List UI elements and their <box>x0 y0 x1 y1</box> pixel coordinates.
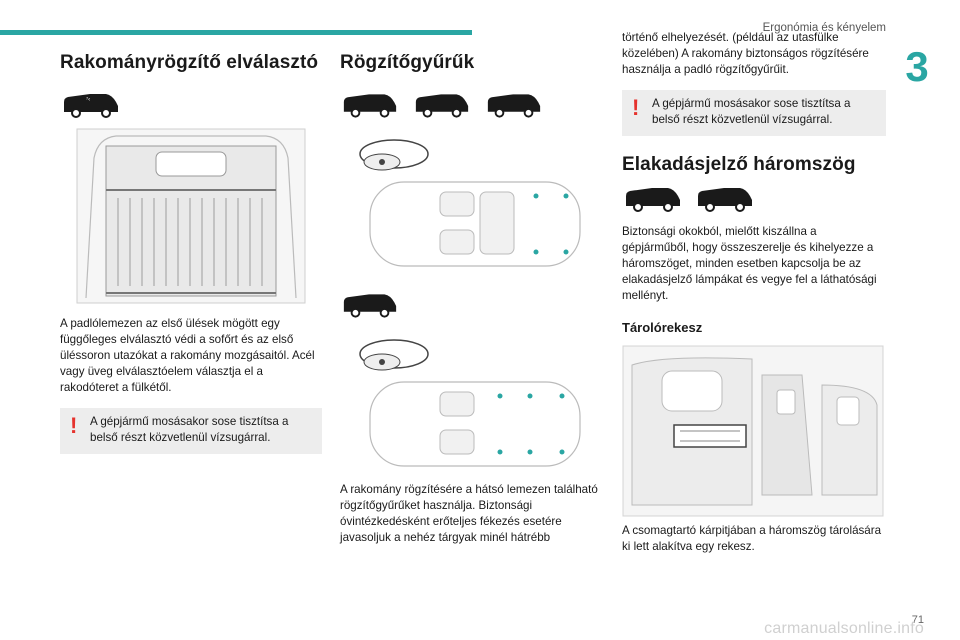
tie-down-rings-text: A rakomány rögzítésére a hátsó lemezen t… <box>340 483 598 544</box>
column-tie-down-rings: Rögzítőgyűrűk <box>340 52 605 546</box>
warning-icon: ! <box>632 95 640 120</box>
column-warning-triangle: történő elhelyezését. (például az utasfü… <box>622 30 886 555</box>
van-icon <box>626 188 680 212</box>
column-cargo-separator: Rakományrögzítő elválasztó ⁷‹ A padlólem… <box>60 52 322 454</box>
cargo-separator-text: A padlólemezen az első ülések mögött egy… <box>60 317 315 394</box>
tie-down-ring-van-diagram <box>359 339 581 467</box>
page-number: 71 <box>911 614 924 626</box>
vehicle-icon-row <box>622 186 886 212</box>
wash-warning: ! A gépjármű mosásakor sose tisztítsa a … <box>622 90 886 136</box>
van-icon <box>487 94 541 118</box>
warning-icon: ! <box>70 413 78 438</box>
warning-triangle-title: Elakadásjelző háromszög <box>622 154 856 175</box>
section-title: Ergonómia és kényelem <box>762 22 886 34</box>
van-icon <box>343 294 397 318</box>
wash-warning: ! A gépjármű mosásakor sose tisztítsa a … <box>60 408 322 454</box>
tie-down-ring-layout-diagram <box>359 139 581 267</box>
van-icon <box>343 94 397 118</box>
van-icon <box>415 94 469 118</box>
warning-triangle-text: Biztonsági okokból, mielőtt kiszállna a … <box>622 225 877 302</box>
storage-compartment-subtitle: Tárolórekesz <box>622 320 703 335</box>
header-accent-bar <box>0 30 472 35</box>
watermark: carmanualsonline.info <box>764 620 924 637</box>
storage-compartment-illustration <box>622 345 884 517</box>
svg-text:⁷‹: ⁷‹ <box>86 96 90 103</box>
chapter-number: 3 <box>905 43 929 90</box>
vehicle-icon-row <box>340 92 605 118</box>
warning-text: A gépjármű mosásakor sose tisztítsa a be… <box>652 97 851 126</box>
cargo-separator-illustration <box>76 128 306 304</box>
tie-down-rings-continued-text: történő elhelyezését. (például az utasfü… <box>622 31 869 76</box>
storage-compartment-caption: A csomagtartó kárpitjában a háromszög tá… <box>622 524 882 553</box>
warning-text: A gépjármű mosásakor sose tisztítsa a be… <box>90 415 289 444</box>
tie-down-rings-title: Rögzítőgyűrűk <box>340 52 475 73</box>
cargo-separator-title: Rakományrögzítő elválasztó <box>60 52 319 73</box>
van-icon <box>698 188 752 212</box>
van-icon: ⁷‹ <box>64 94 118 118</box>
